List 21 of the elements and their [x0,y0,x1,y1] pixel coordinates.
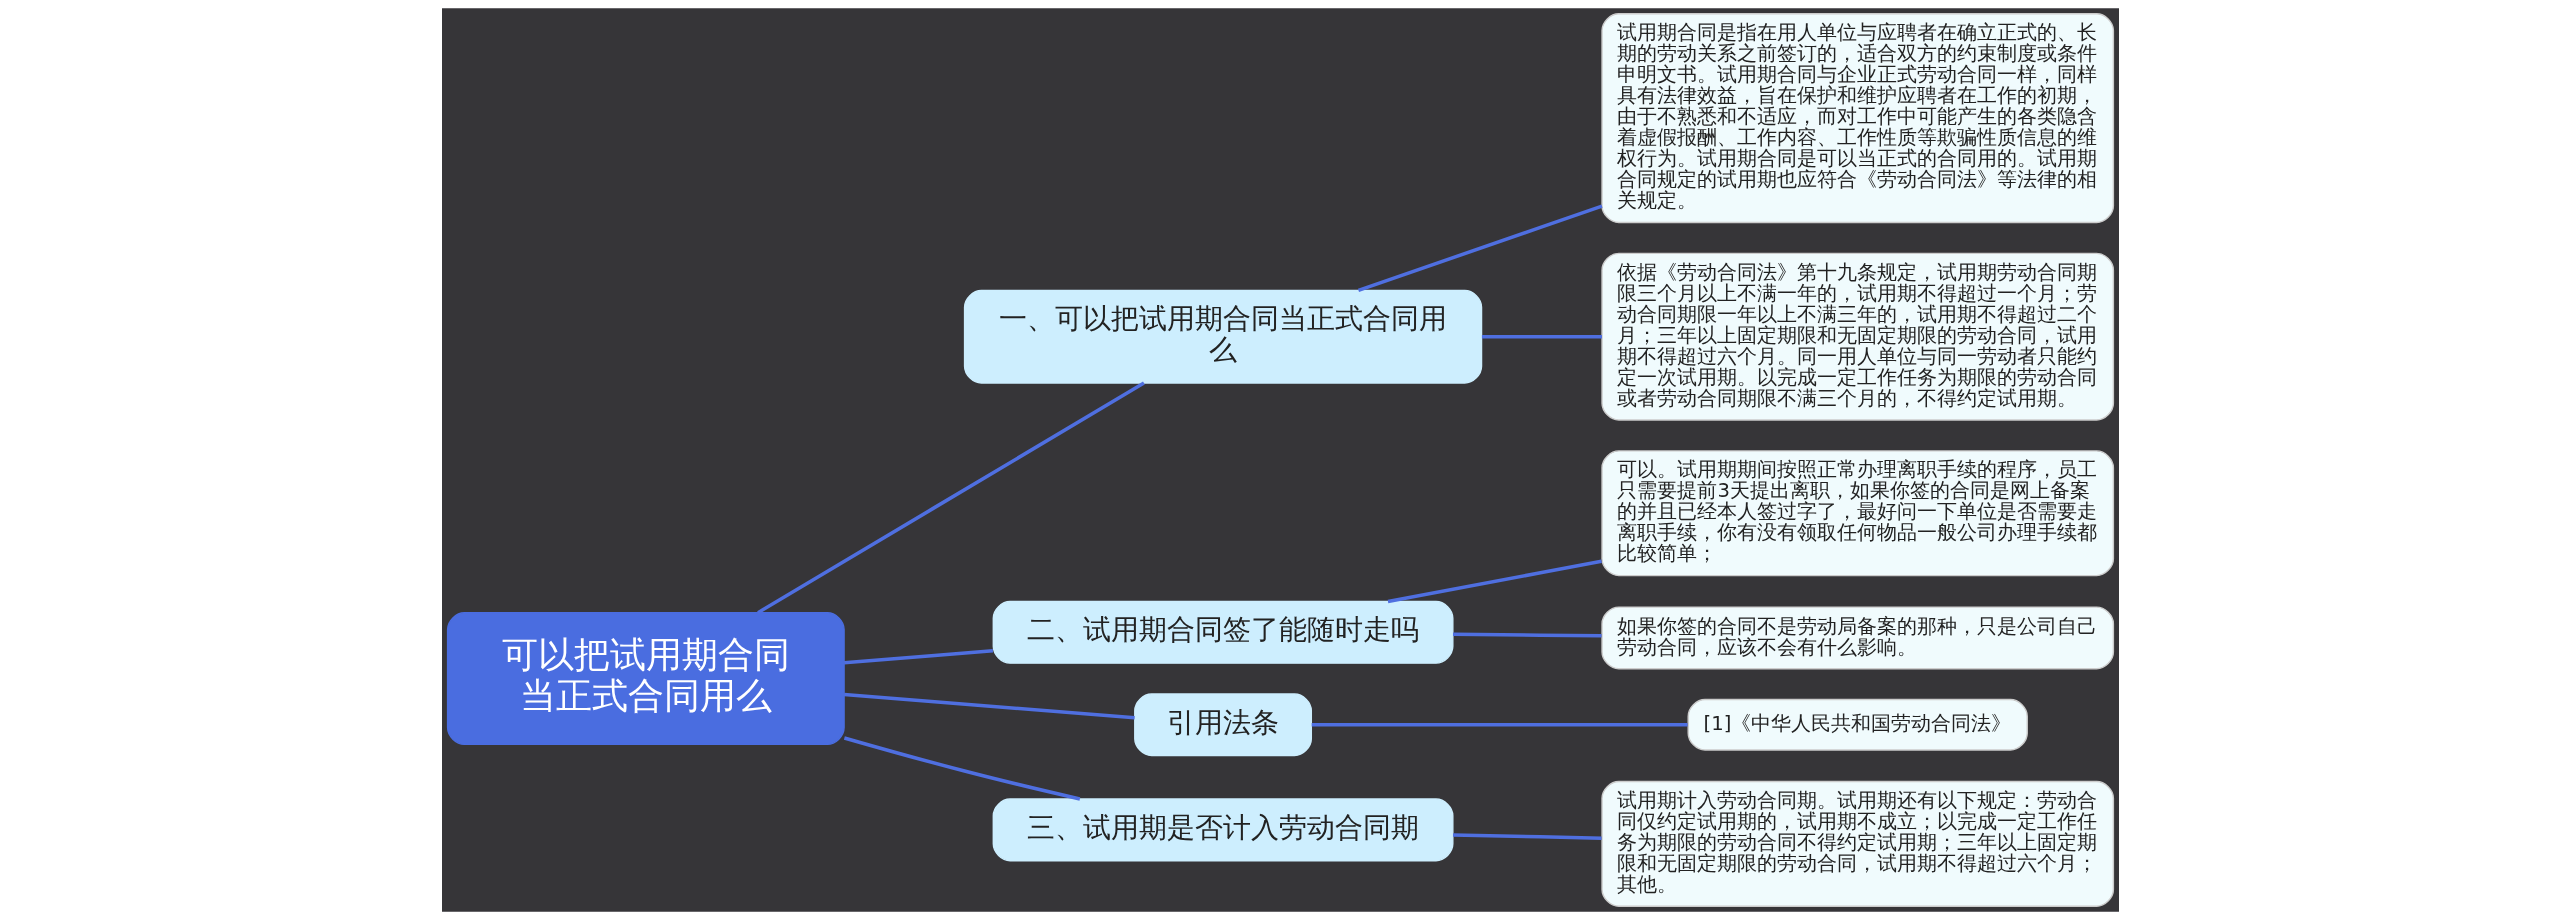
node-box: 一、可以把试用期合同当正式合同用么 [963,289,1482,384]
connector [1452,833,1602,840]
node-box: [1]《中华人民共和国劳动合同法》 [1687,698,2028,751]
connector [1357,204,1603,293]
node-box: 依据《劳动合同法》第十九条规定，试用期劳动合同期限三个月以上不满一年的，试用期不得超过一个月；劳动合同期限一年以上不满三年的，试用期不得超过二个月；三年以上固定期限和无固定期限的劳动合同，试用期不得超过六个月。同一用人单位与同一劳动者只能约定一次试用期。以完成一定工作任务为期限的劳动合同或者劳动合同期限不满三个月的，不得约定试用期。 [1600,252,2114,421]
connector [1387,559,1602,604]
node-box: 引用法条 [1133,693,1312,757]
connector [1452,632,1602,638]
node-box: 可以把试用期合同当正式合同用么 [446,612,845,746]
connector [843,692,1135,720]
connector [843,649,993,665]
connector [1481,334,1602,339]
node-box: 如果你签的合同不是劳动局备案的那种，只是公司自己劳动合同，应该不会有什么影响。 [1600,606,2114,670]
node-box: 试用期计入劳动合同期。试用期还有以下规定：劳动合同仅约定试用期的，试用期不成立；以完成一定工作任务为期限的劳动合同不得约定试用期；三年以上固定期限和无固定期限的劳动合同，试用期不得超过六个月；其他。 [1600,780,2114,907]
node-box: 二、试用期合同签了能随时走吗 [992,600,1453,664]
connector [756,381,1145,615]
node-box: 试用期合同是指在用人单位与应聘者在确立正式的、长期的劳动关系之前签订的，适合双方的约束制度或条件申明文书。试用期合同与企业正式劳动合同一样，同样具有法律效益，旨在保护和维护应聘者在工作的初期，由于不熟悉和不适应，而对工作中可能产生的各类隐含着虚假报酬、工作内容、工作性质等欺骗性质信息的维权行为。试用期合同是可以当正式的合同用的。试用期合同规定的试用期也应符合《劳动合同法》等法律的相关规定。 [1600,13,2114,224]
connector [1311,723,1688,727]
node-box: 可以。试用期期间按照正常办理离职手续的程序，员工只需要提前3天提出离职，如果你签的合同是网上备案的并且已经本人签过字了，最好问一下单位是否需要走离职手续，你有没有领取任何物品一般公司办理手续都比较简单； [1600,450,2114,577]
node-box: 三、试用期是否计入劳动合同期 [992,798,1453,862]
connector [843,736,1080,801]
